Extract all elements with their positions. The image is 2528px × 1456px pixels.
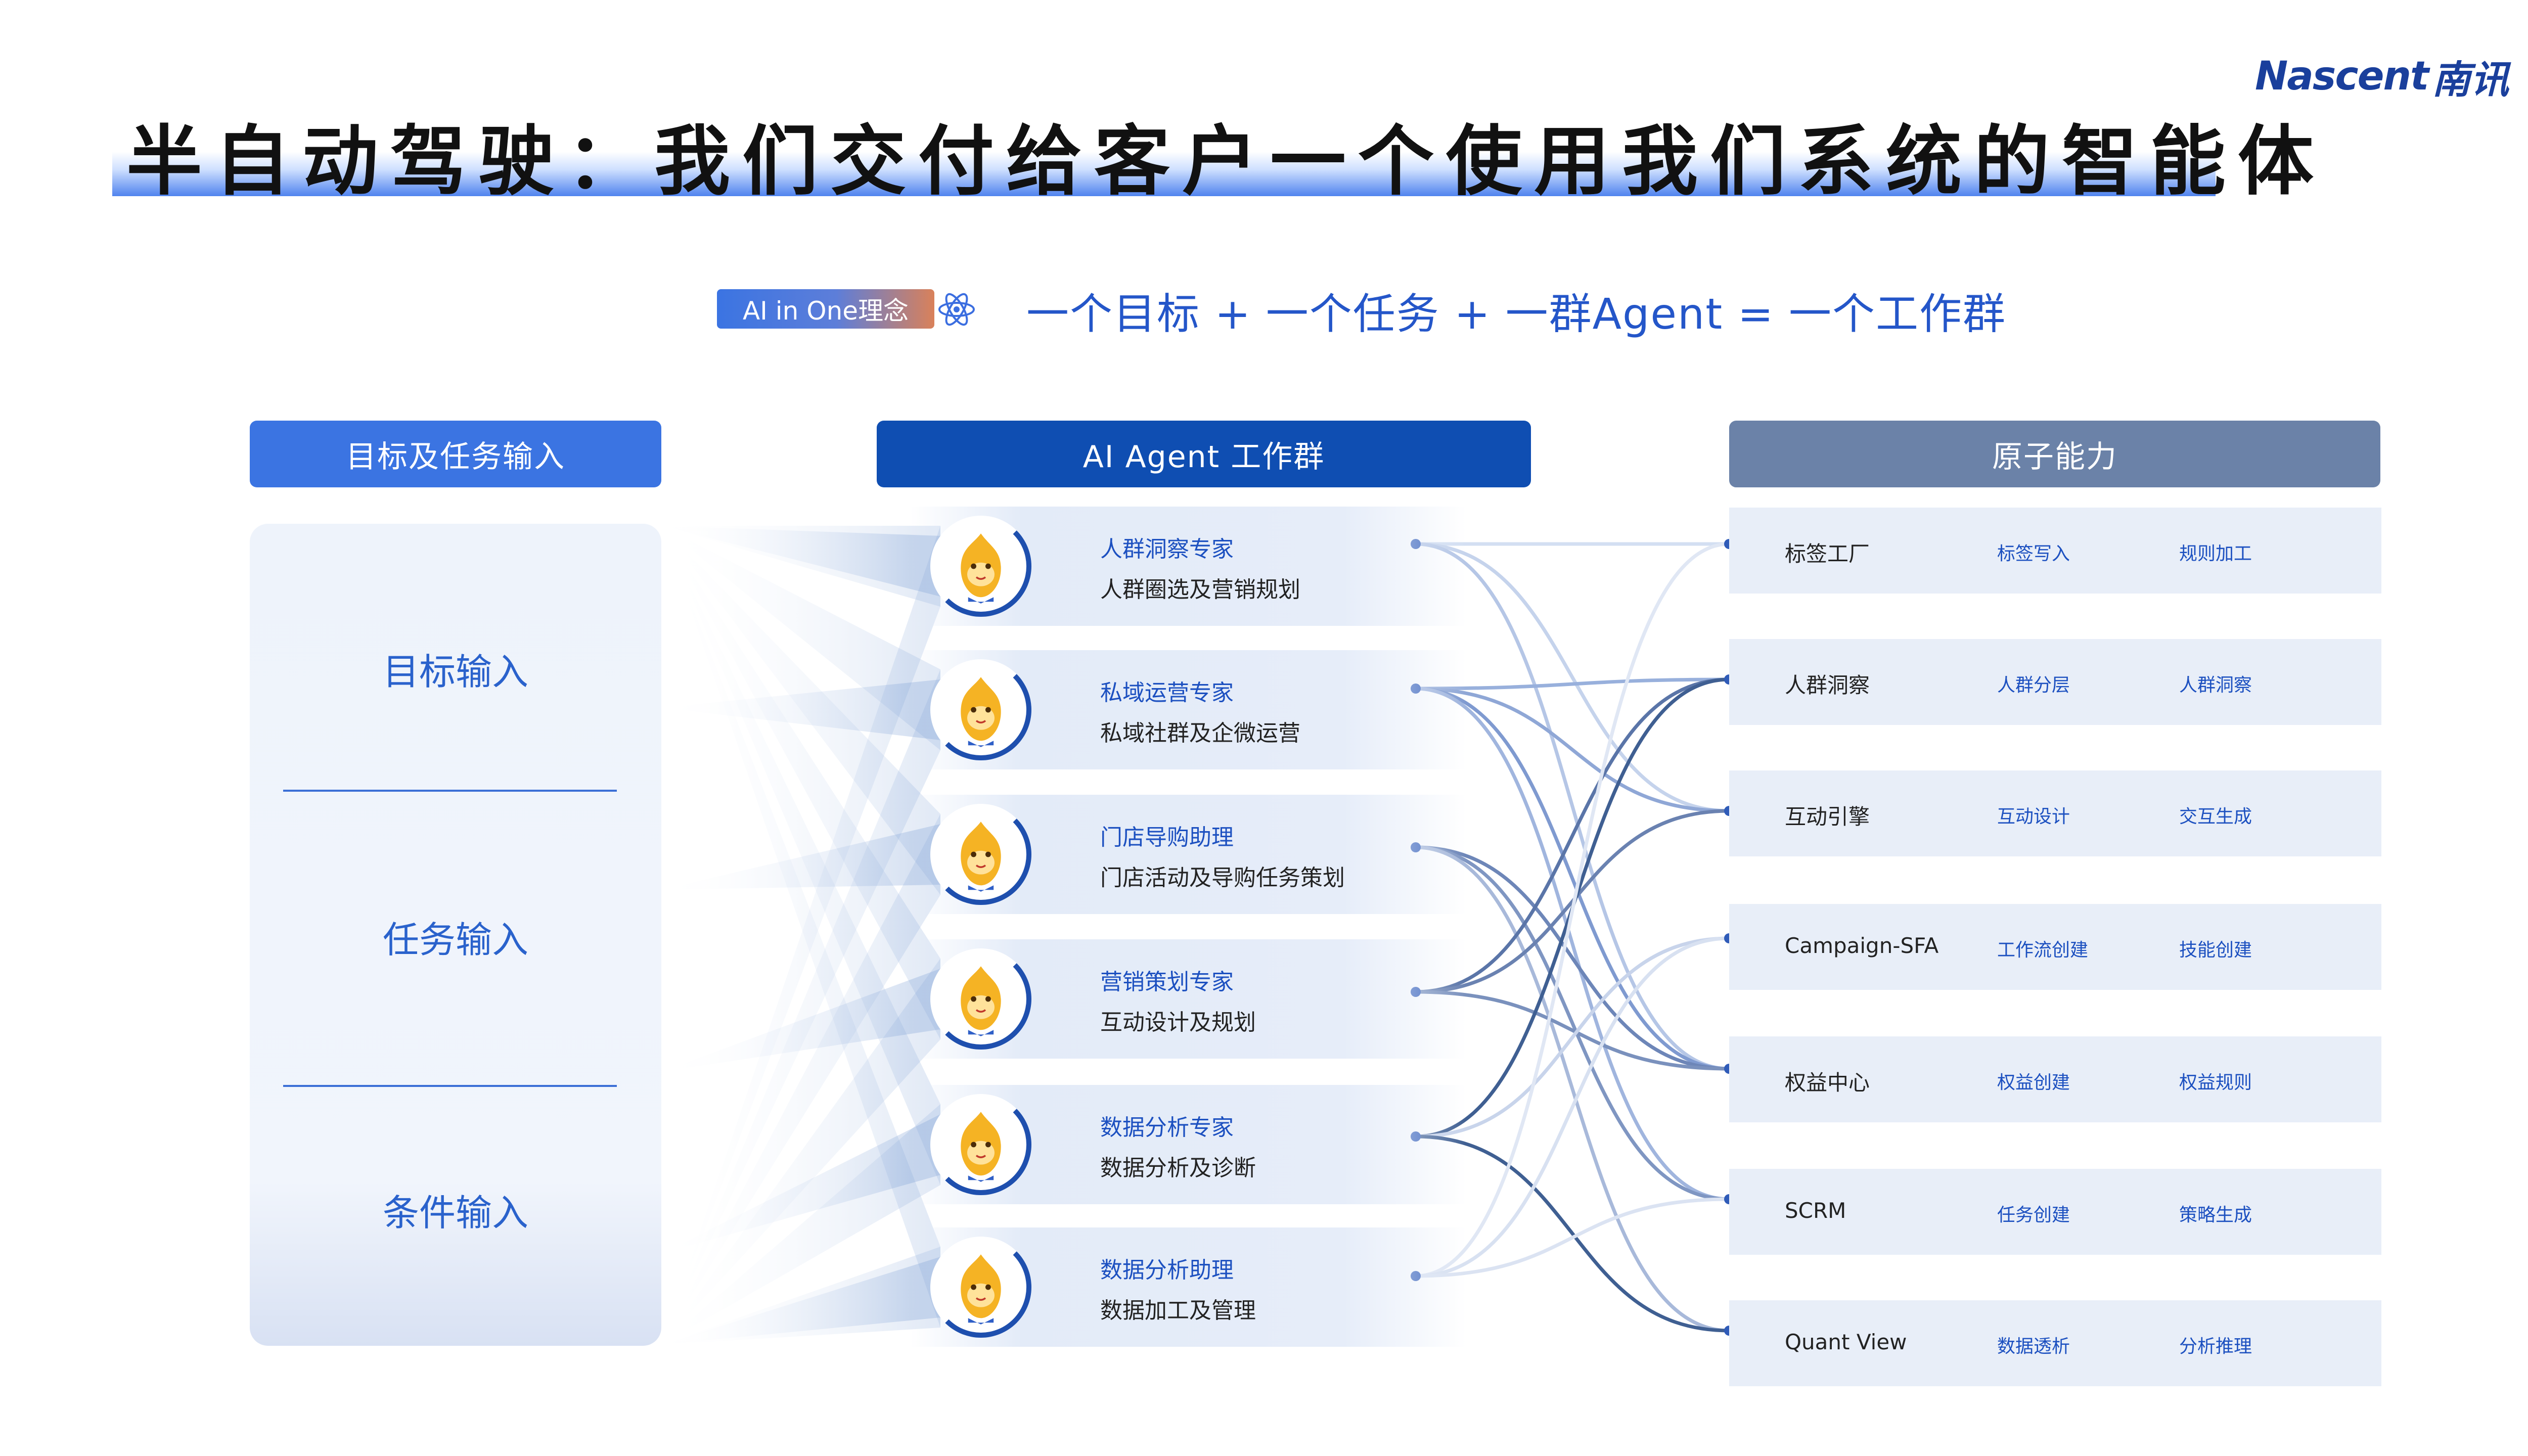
atomic-name: SCRM xyxy=(1785,1198,1846,1223)
divider xyxy=(283,790,617,792)
brand-latin: Nascent xyxy=(2255,54,2429,99)
header-agent-group: AI Agent 工作群 xyxy=(877,421,1531,487)
agent-description: 互动设计及规划 xyxy=(1100,1010,1256,1035)
agent-description: 人群圈选及营销规划 xyxy=(1100,577,1300,603)
agent-name: 人群洞察专家 xyxy=(1100,536,1234,562)
atomic-sub-capability: 分析推理 xyxy=(2179,1336,2252,1357)
agent-description: 门店活动及导购任务策划 xyxy=(1100,865,1345,891)
atomic-row xyxy=(1729,1169,2381,1255)
atomic-sub-capability: 任务创建 xyxy=(1997,1205,2070,1225)
agent-name: 数据分析助理 xyxy=(1100,1257,1234,1283)
agent-name: 私域运营专家 xyxy=(1100,680,1234,706)
divider xyxy=(283,1085,617,1087)
brand-logo: Nascent 南讯 xyxy=(2255,49,2509,104)
atomic-sub-capability: 策略生成 xyxy=(2179,1205,2252,1225)
fan-ray xyxy=(661,526,940,607)
fan-ray xyxy=(661,526,940,1185)
agent-name: 门店导购助理 xyxy=(1100,825,1234,850)
atomic-sub-capability: 交互生成 xyxy=(2179,806,2252,827)
atomic-row xyxy=(1729,1300,2381,1386)
atom-icon xyxy=(938,293,975,326)
agent-avatar xyxy=(930,659,1031,760)
agent-description: 数据加工及管理 xyxy=(1100,1298,1256,1324)
input-task-label: 任务输入 xyxy=(382,919,528,961)
agent-avatar xyxy=(930,948,1031,1050)
atomic-name: 人群洞察 xyxy=(1785,673,1870,698)
agent-avatar xyxy=(930,516,1031,617)
brand-chinese: 南讯 xyxy=(2432,57,2509,102)
page-title: 半自动驾驶：我们交付给客户一个使用我们系统的智能体 xyxy=(126,118,2326,206)
agent-avatar xyxy=(930,804,1031,905)
input-panel xyxy=(250,524,661,1346)
fan-ray xyxy=(661,814,940,1345)
fan-ray xyxy=(661,526,940,1345)
agent-description: 私域社群及企微运营 xyxy=(1100,720,1300,746)
agent-avatar xyxy=(930,1094,1031,1195)
atomic-sub-capability: 权益创建 xyxy=(1997,1072,2070,1093)
fan-ray xyxy=(661,959,940,1345)
fan-ray xyxy=(661,526,940,895)
atomic-sub-capability: 互动设计 xyxy=(1997,806,2070,827)
fan-ray xyxy=(661,526,940,1039)
fan-ray xyxy=(661,1104,940,1345)
fan-ray xyxy=(661,1257,940,1345)
input-condition-label: 条件输入 xyxy=(382,1192,528,1234)
fan-ray xyxy=(661,669,940,1345)
atomic-row xyxy=(1729,904,2381,990)
fan-ray xyxy=(661,969,940,1072)
atomic-name: 互动引擎 xyxy=(1785,804,1870,829)
atomic-sub-capability: 技能创建 xyxy=(2179,940,2252,961)
atomic-row xyxy=(1729,770,2381,856)
agent-name: 营销策划专家 xyxy=(1100,969,1234,995)
atomic-sub-capability: 权益规则 xyxy=(2179,1072,2252,1093)
fan-ray xyxy=(661,526,940,1328)
atomic-sub-capability: 人群洞察 xyxy=(2179,675,2252,696)
fan-ray xyxy=(661,679,940,740)
fan-ray xyxy=(661,824,940,890)
atomic-name: 权益中心 xyxy=(1785,1070,1870,1095)
atomic-name: Quant View xyxy=(1785,1330,1907,1354)
fan-ray xyxy=(661,1247,940,1345)
title-underline-bar xyxy=(112,152,2216,196)
concept-formula: 一个目标 + 一个任务 + 一群Agent = 一个工作群 xyxy=(1026,289,2006,339)
agent-avatar xyxy=(930,1237,1031,1338)
atomic-sub-capability: 规则加工 xyxy=(2179,543,2252,564)
atomic-row xyxy=(1729,1036,2381,1122)
agent-description: 数据分析及诊断 xyxy=(1100,1155,1256,1181)
fan-ray xyxy=(661,526,940,750)
agent-name: 数据分析专家 xyxy=(1100,1115,1234,1141)
atomic-sub-capability: 数据透析 xyxy=(1997,1336,2070,1357)
fan-ray xyxy=(661,1114,940,1254)
concept-badge: AI in One理念 xyxy=(717,289,934,329)
input-goal-label: 目标输入 xyxy=(382,651,528,693)
header-atomic-capabilities: 原子能力 xyxy=(1729,421,2380,487)
atomic-sub-capability: 人群分层 xyxy=(1997,675,2070,696)
atomic-name: 标签工厂 xyxy=(1785,541,1870,566)
fan-ray xyxy=(661,526,940,597)
atomic-sub-capability: 标签写入 xyxy=(1997,543,2070,564)
header-goals-input: 目标及任务输入 xyxy=(250,421,661,487)
atomic-sub-capability: 工作流创建 xyxy=(1997,940,2089,961)
atomic-row xyxy=(1729,639,2381,725)
atomic-name: Campaign-SFA xyxy=(1785,933,1939,958)
atomic-row xyxy=(1729,508,2381,594)
